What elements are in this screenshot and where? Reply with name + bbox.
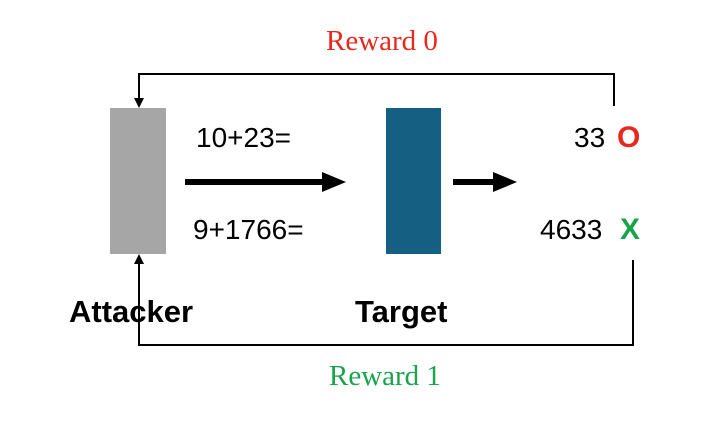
correct-mark-icon: O <box>617 121 641 154</box>
reward0-feedback-arrowhead <box>134 98 144 108</box>
response-2-value: 4633 <box>540 214 603 245</box>
reward1-feedback-arrowhead <box>134 254 144 264</box>
prompt-1: 10+23= <box>196 122 291 153</box>
reward0-label: Reward 0 <box>326 25 438 57</box>
reward0-feedback-line <box>138 73 615 106</box>
reward1-feedback-line <box>138 260 634 346</box>
target-to-response-arrowhead <box>493 172 517 192</box>
reward1-label: Reward 1 <box>329 360 441 392</box>
wrong-mark-icon: X <box>620 213 641 246</box>
response-1-value: 33 <box>574 122 606 153</box>
attacker-label: Attacker <box>69 294 194 329</box>
attacker-block <box>110 108 166 254</box>
attacker-to-target-arrowhead <box>322 172 346 192</box>
prompt-2: 9+1766= <box>193 214 304 245</box>
target-block <box>386 108 441 254</box>
target-label: Target <box>355 294 448 329</box>
